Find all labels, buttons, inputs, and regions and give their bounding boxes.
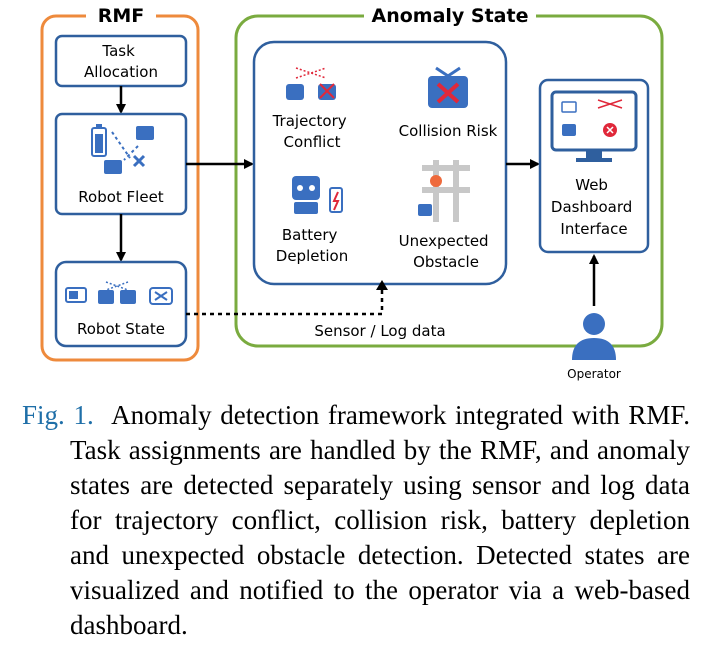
sensor-log-label: Sensor / Log data bbox=[314, 322, 445, 340]
robot-state-icons bbox=[65, 281, 173, 305]
trajectory-conflict-icon bbox=[286, 67, 336, 100]
web-dashboard-label-3: Interface bbox=[560, 220, 627, 238]
framework-diagram: RMF Task Allocation Robot Fleet Robot St… bbox=[40, 4, 664, 381]
robot-state-label: Robot State bbox=[77, 320, 165, 338]
robot-fleet-label: Robot Fleet bbox=[78, 188, 164, 206]
battery-depletion-label-2: Depletion bbox=[276, 247, 348, 265]
web-dashboard-box bbox=[538, 78, 650, 254]
web-dashboard-label-1: Web bbox=[575, 176, 608, 194]
svg-text:Task Allocation: Task Allocation bbox=[84, 42, 158, 81]
figure-caption: Fig. 1. Anomaly detection framework inte… bbox=[22, 398, 690, 643]
caption-text: Anomaly detection framework integrated w… bbox=[70, 400, 691, 640]
collision-risk-label: Collision Risk bbox=[399, 122, 498, 140]
svg-text:Unexpected Obstacle: Unexpected Obstacle bbox=[399, 232, 494, 271]
svg-text:Trajectory Conflict: Trajectory Conflict bbox=[272, 112, 352, 151]
unexpected-obstacle-label-1: Unexpected bbox=[399, 232, 489, 250]
robot-state-box bbox=[54, 260, 188, 348]
caption-label: Fig. 1. bbox=[22, 400, 94, 430]
svg-text:Battery Depletion: Battery Depletion bbox=[276, 226, 348, 265]
collision-risk-icon bbox=[428, 66, 468, 108]
unexpected-obstacle-label-2: Obstacle bbox=[413, 253, 479, 271]
task-allocation-label-2: Allocation bbox=[84, 63, 158, 81]
robot-fleet-icon bbox=[91, 124, 154, 174]
battery-depletion-icon bbox=[292, 176, 343, 214]
unexpected-obstacle-icon bbox=[418, 160, 470, 222]
trajectory-conflict-label-2: Conflict bbox=[284, 133, 341, 151]
trajectory-conflict-label-1: Trajectory bbox=[272, 112, 347, 130]
battery-depletion-label-1: Battery bbox=[282, 226, 338, 244]
svg-text:Web Dashboard Interfac: Web Dashboard Interface bbox=[551, 176, 637, 238]
rmf-title: RMF bbox=[98, 5, 145, 27]
monitor-icon bbox=[550, 90, 638, 162]
operator-label: Operator bbox=[567, 367, 621, 381]
anomaly-state-title: Anomaly State bbox=[372, 5, 529, 27]
web-dashboard-label-2: Dashboard bbox=[551, 198, 632, 216]
operator-icon bbox=[572, 313, 616, 360]
task-allocation-label-1: Task bbox=[101, 42, 135, 60]
